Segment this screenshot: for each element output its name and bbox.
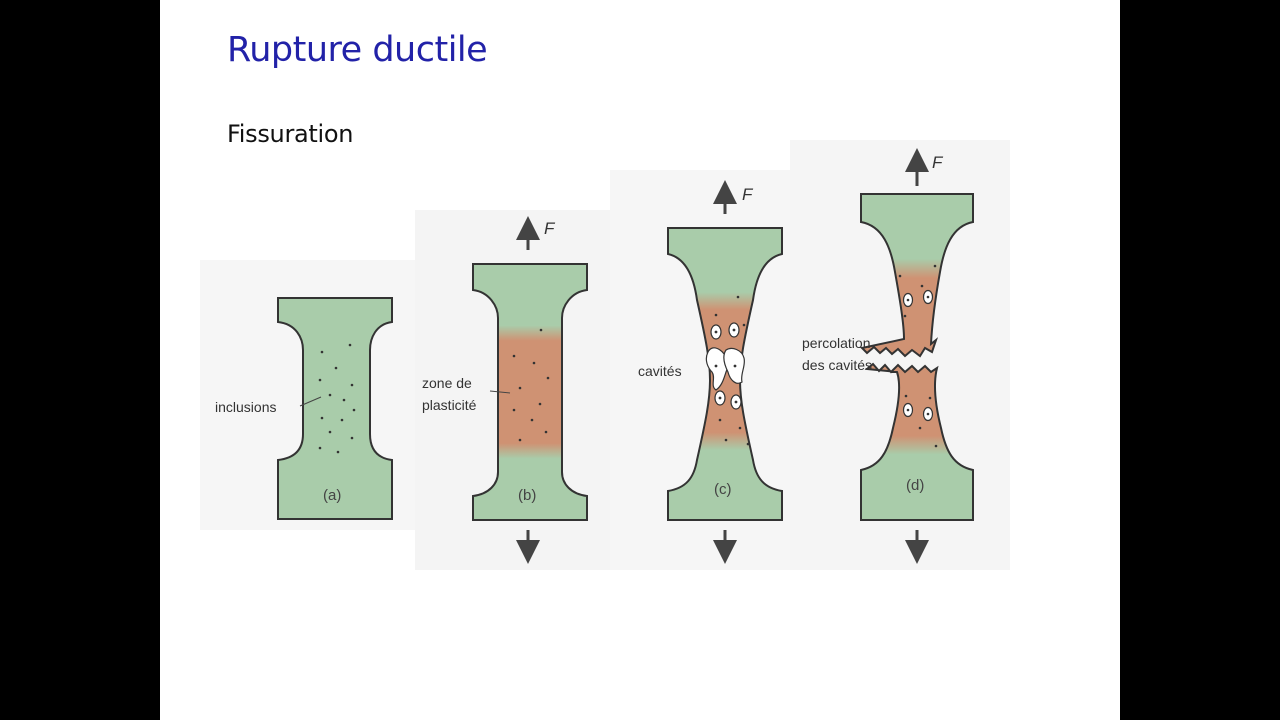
plastic-zone-leader-line [489,390,511,394]
specimen-c-inclusions [714,295,750,446]
force-label-d: F [932,153,944,172]
specimen-d-upper-half [859,193,974,358]
specimen-c: F cavités (c) [638,180,783,564]
specimen-a: inclusions (a) [215,297,393,520]
inclusions-label: inclusions [215,399,276,415]
inclusions-leader-line [299,396,322,407]
specimen-a-inclusions [318,343,356,454]
percolation-label-line1: percolation [802,335,871,351]
ductile-fracture-diagram: inclusions (a) F zone de plasticité (b) [200,140,1010,570]
specimen-b-body [472,263,588,521]
specimen-d-inclusions [898,264,938,448]
percolation-label-line2: des cavités [802,357,872,373]
specimen-b: F zone de plasticité (b) [422,216,588,564]
slide-title: Rupture ductile [227,30,488,70]
plastic-zone-label-line1: zone de [422,375,472,391]
caption-a: (a) [323,487,341,504]
specimen-a-body [277,297,393,520]
specimen-c-cavity-cores [714,328,738,404]
specimen-d-lower-half [860,362,974,521]
slide: Rupture ductile Fissuration [160,0,1120,720]
specimen-d-cavity-cores [906,295,930,416]
caption-d: (d) [906,477,924,494]
plastic-zone-label-line2: plasticité [422,397,477,413]
cavities-label: cavités [638,363,682,379]
specimen-b-inclusions [512,328,550,442]
force-label-b: F [544,219,556,238]
caption-c: (c) [714,481,732,498]
slide-subtitle: Fissuration [227,120,354,148]
force-label-c: F [742,185,754,204]
specimen-d: F percolation des cavités (d) [802,148,974,564]
caption-b: (b) [518,487,536,504]
